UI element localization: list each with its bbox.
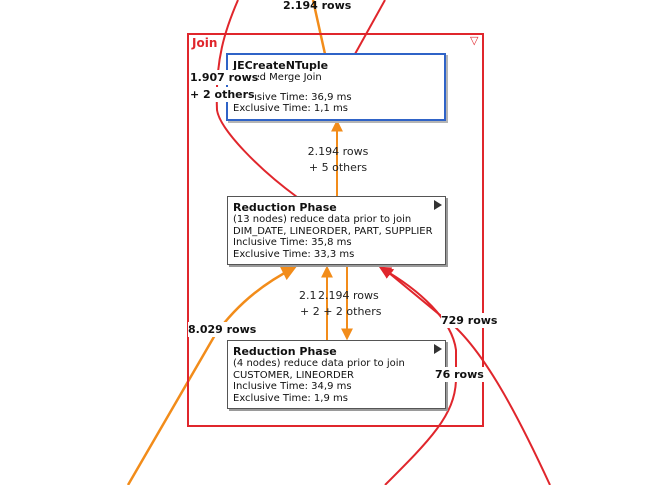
node-je-create-ntuple[interactable]: JECreateNTuple Sorted Merge Join Inclusi… (226, 53, 446, 121)
node-exclusive-time: Exclusive Time: 33,3 ms (233, 248, 355, 260)
node-description: (13 nodes) reduce data prior to join (233, 214, 412, 225)
edge-label-right-short: 76 rows (435, 367, 484, 382)
node-tables: DIM_DATE, LINEORDER, PART, SUPPLIER (233, 225, 433, 237)
edge-label-left-in-a: 1.907 rows (190, 70, 259, 85)
edge-top-red-right (354, 0, 386, 55)
edge-label-left-in-b: + 2 others (190, 87, 255, 102)
node-inclusive-time: Inclusive Time: 35,8 ms (233, 237, 352, 248)
edge-top-orange (311, 0, 327, 55)
node-inclusive-time: Inclusive Time: 34,9 ms (233, 381, 352, 392)
edge-label-right-long: 729 rows (441, 313, 498, 328)
edge-label-bottom-mid-b: + 2 + 2 others (300, 305, 382, 318)
join-group-box (187, 33, 484, 427)
node-title: JECreateNTuple (233, 59, 329, 72)
node-reduction-phase-4[interactable]: Reduction Phase (4 nodes) reduce data pr… (227, 340, 446, 409)
edge-label-mid-to-top-b: + 5 others (308, 161, 368, 174)
node-inclusive-time: Inclusive Time: 36,9 ms (233, 91, 352, 103)
node-title: Reduction Phase (233, 201, 337, 214)
edge-label-bottom-mid-right: 2.194 rows (318, 289, 379, 302)
node-tables: CUSTOMER, LINEORDER (233, 369, 354, 381)
expand-arrow-icon[interactable] (434, 200, 442, 210)
node-description: (4 nodes) reduce data prior to join (233, 358, 405, 369)
edge-label-bottom-mid-left: 2.19 (299, 289, 317, 302)
node-subtitle: Sorted Merge Join (233, 72, 322, 83)
node-reduction-phase-13[interactable]: Reduction Phase (13 nodes) reduce data p… (227, 196, 446, 265)
node-exclusive-time: Exclusive Time: 1,9 ms (233, 392, 348, 404)
node-title: Reduction Phase (233, 345, 337, 358)
expand-arrow-icon[interactable] (434, 344, 442, 354)
collapse-triangle-icon[interactable]: ▽ (470, 34, 479, 47)
edge-label-top-in: 2.194 rows (283, 0, 352, 12)
node-exclusive-time: Exclusive Time: 1,1 ms (233, 103, 348, 114)
edge-label-left-long: 8.029 rows (188, 322, 257, 337)
edge-top-red-left (215, 0, 298, 198)
edge-label-mid-to-top-a: 2.194 rows (307, 145, 369, 158)
join-group-title: Join (192, 36, 218, 50)
